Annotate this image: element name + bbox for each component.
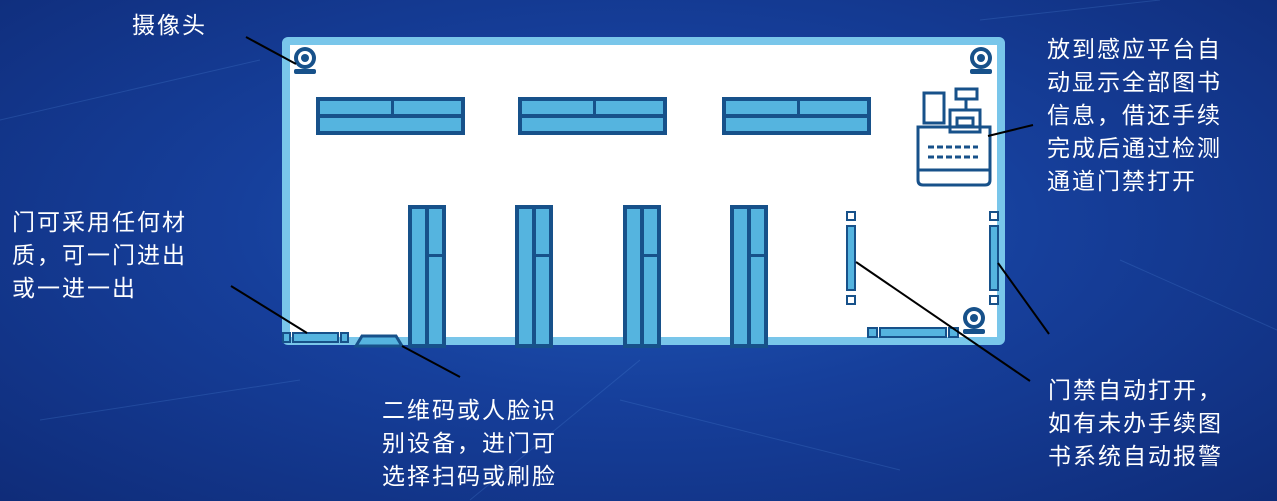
camera-icon bbox=[963, 307, 985, 334]
label-alarm: 门禁自动打开， 如有未办手续图 书系统自动报警 bbox=[1048, 378, 1223, 470]
label-camera: 摄像头 bbox=[132, 13, 207, 39]
label-platform: 放到感应平台自 动显示全部图书 信息，借还手续 完成后通过检测 通道门禁打开 bbox=[1047, 37, 1222, 195]
camera-icon bbox=[970, 47, 992, 74]
vertical-shelf bbox=[623, 205, 661, 348]
cash-register-icon bbox=[916, 87, 992, 187]
scanner-icon bbox=[353, 334, 405, 348]
horizontal-shelf bbox=[722, 97, 871, 135]
leader-lines bbox=[230, 36, 1050, 382]
label-scanner: 二维码或人脸识 别设备，进门可 选择扫码或刷脸 bbox=[382, 398, 557, 490]
horizontal-shelf bbox=[316, 97, 465, 135]
door-icon bbox=[282, 332, 349, 343]
horizontal-shelf bbox=[518, 97, 667, 135]
vertical-shelf bbox=[408, 205, 446, 348]
label-door: 门可采用任何材 质，可一门进出 或一进一出 bbox=[12, 210, 187, 302]
camera-icon bbox=[294, 47, 316, 74]
door-icon bbox=[867, 327, 959, 338]
gate-post-icon bbox=[846, 211, 856, 305]
gate-post-icon bbox=[989, 211, 999, 305]
vertical-shelf bbox=[730, 205, 768, 348]
vertical-shelf bbox=[515, 205, 553, 348]
